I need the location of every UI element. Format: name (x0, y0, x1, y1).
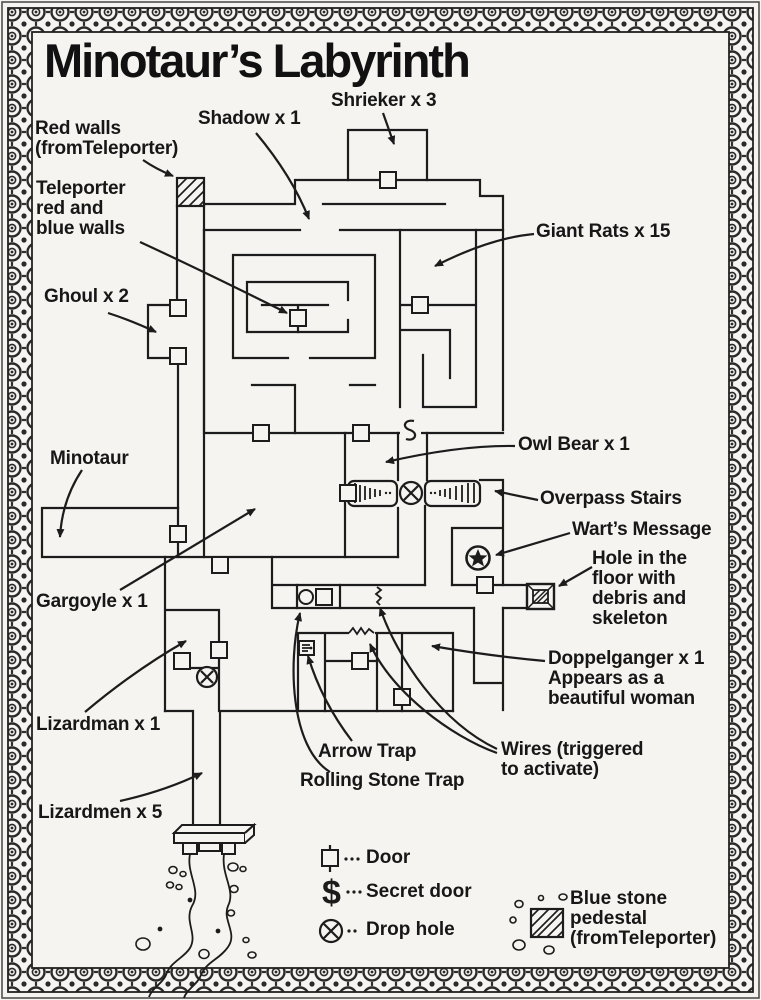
door-icon (315, 588, 333, 606)
legend-drop-hole-label: Drop hole (366, 919, 455, 940)
stream-path (148, 853, 233, 999)
label-doppelganger: Doppelganger x 1 Appears as a beautiful … (548, 648, 705, 709)
door-icon (169, 299, 187, 317)
label-warts-message: Wart’s Message (572, 519, 712, 540)
teleporter-icon (175, 176, 206, 208)
legend-secret-door-icon: $ (322, 874, 362, 912)
door-icon (252, 424, 270, 442)
leader-arrows (56, 112, 593, 803)
hole-in-floor-icon (525, 582, 556, 611)
legend-door-label: Door (366, 847, 411, 868)
label-arrow-trap: Arrow Trap (318, 741, 417, 762)
label-lizardmen: Lizardmen x 5 (38, 802, 163, 823)
door-icon (352, 424, 370, 442)
door-icon (351, 652, 369, 670)
arrow-trap-icon (298, 640, 315, 656)
door-icon (169, 525, 187, 543)
wire-icon (348, 586, 383, 638)
label-gargoyle: Gargoyle x 1 (36, 591, 148, 612)
rolling-stone-ball-icon (298, 589, 314, 605)
drop-hole-icon (195, 480, 424, 689)
door-icon (211, 556, 229, 574)
label-giant-rats: Giant Rats x 15 (536, 221, 671, 242)
warts-message-icon (465, 545, 491, 571)
door-icon (411, 296, 429, 314)
overpass-stairs-icon (346, 479, 482, 508)
door-icons (169, 171, 494, 706)
label-red-walls: Red walls (fromTeleporter) (35, 118, 179, 159)
label-hole-in-floor: Hole in the floor with debris and skelet… (592, 548, 687, 629)
door-icon (339, 484, 357, 502)
label-ghoul: Ghoul x 2 (44, 286, 129, 307)
scattered-stones (135, 862, 257, 960)
entrance-platform (171, 822, 257, 855)
door-icon (210, 641, 228, 659)
door-icon (476, 576, 494, 594)
page-title: Minotaur’s Labyrinth (44, 34, 471, 87)
label-shadow: Shadow x 1 (198, 108, 301, 129)
door-icon (393, 688, 411, 706)
label-wires: Wires (triggered to activate) (501, 739, 644, 780)
legend-blue-stone-label: Blue stone pedestal (fromTeleporter) (570, 888, 717, 949)
door-icon (173, 652, 191, 670)
legend-drop-hole-icon (318, 918, 357, 944)
label-owl-bear: Owl Bear x 1 (518, 434, 630, 455)
label-rolling-stone: Rolling Stone Trap (300, 770, 465, 791)
secret-door-icon (400, 419, 421, 443)
door-icon (169, 347, 187, 365)
legend-door-icon (321, 845, 360, 872)
label-minotaur: Minotaur (50, 448, 129, 469)
svg-text:$: $ (322, 874, 341, 912)
door-icon (379, 171, 397, 189)
legend-secret-door-label: Secret door (366, 881, 472, 902)
door-icon (289, 309, 307, 327)
label-overpass: Overpass Stairs (540, 488, 682, 509)
legend-blue-stone-pedestal-icon (509, 893, 568, 955)
label-shrieker: Shrieker x 3 (331, 90, 437, 111)
label-lizardman: Lizardman x 1 (36, 714, 161, 735)
label-teleporter: Teleporter red and blue walls (36, 178, 126, 239)
